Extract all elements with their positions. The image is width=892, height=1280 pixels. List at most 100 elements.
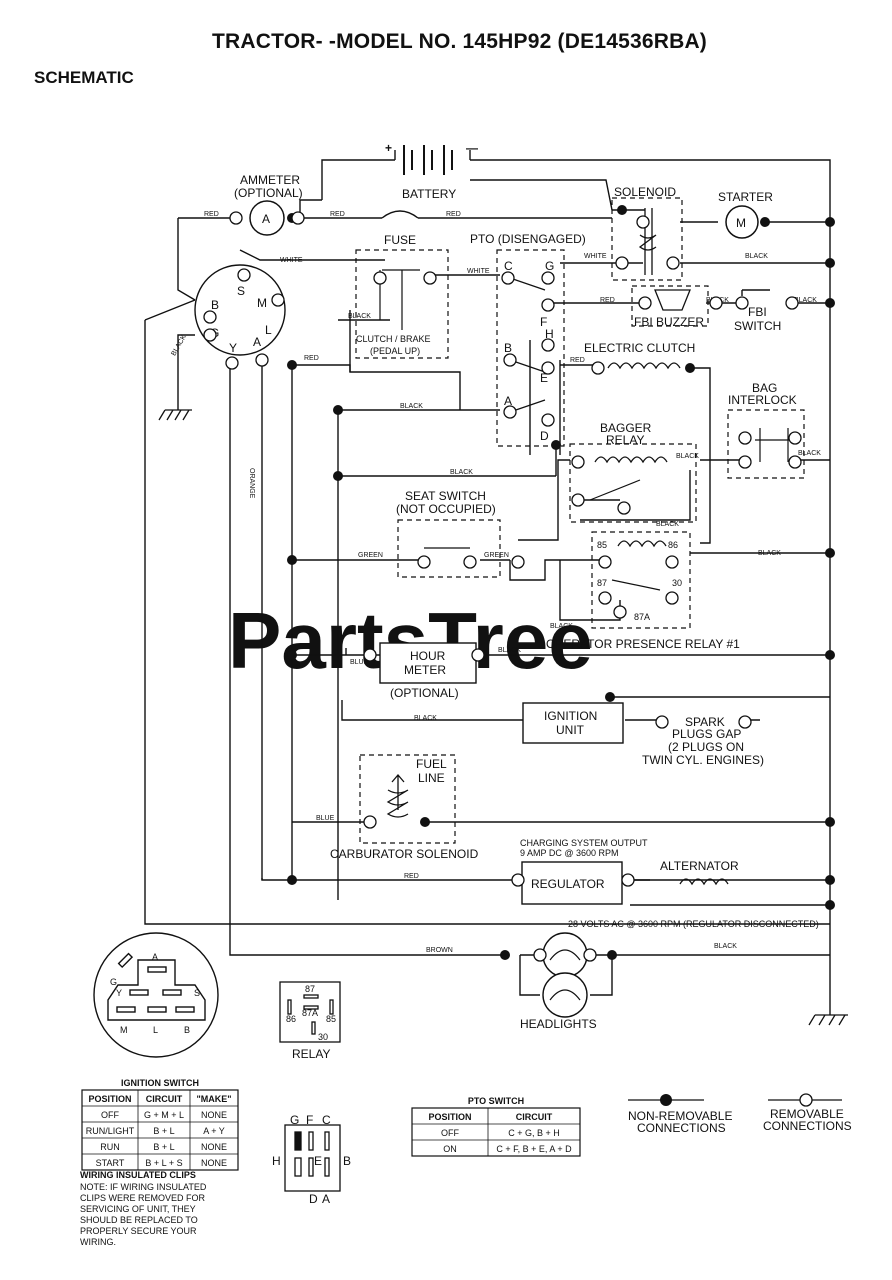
table-header-cell: POSITION — [88, 1094, 131, 1104]
removable-connection — [738, 715, 752, 729]
solenoid-label: SOLENOID — [614, 185, 676, 199]
non-removable-connection — [617, 205, 627, 215]
removable-connection — [503, 353, 517, 367]
ammeter-symbol — [249, 200, 285, 236]
pto-plug-e: E — [314, 1154, 322, 1168]
table-border — [81, 1089, 239, 1171]
removable-connection — [229, 211, 243, 225]
removable-connection — [501, 271, 515, 285]
pto-term-g: G — [545, 259, 554, 273]
ammeter-label: AMMETER — [240, 173, 300, 187]
removable-connection — [665, 591, 679, 605]
table-cell: ON — [443, 1144, 457, 1154]
removable-connection — [598, 555, 612, 569]
pto-plug-b: B — [343, 1154, 351, 1168]
ign-plug-l: L — [153, 1025, 158, 1035]
non-removable-connection — [825, 548, 835, 558]
wire-label-black-15: BLACK — [170, 334, 188, 358]
pto-plug-f: F — [306, 1113, 313, 1127]
headlight-bottom — [542, 972, 588, 1018]
alternator-label: ALTERNATOR — [660, 859, 739, 873]
clips-note-line: SHOULD BE REPLACED TO — [80, 1215, 198, 1225]
removable-connection — [471, 648, 485, 662]
table-cell: RUN — [100, 1142, 120, 1152]
hour-meter-label: HOUR — [410, 649, 446, 663]
wire-label-red-3: RED — [446, 211, 461, 218]
alternator-coil — [679, 878, 729, 886]
starter-motor-letter: M — [736, 216, 746, 230]
legend-nonremovable-2: CONNECTIONS — [637, 1121, 726, 1135]
non-removable-connection — [825, 817, 835, 827]
relay-label: RELAY — [292, 1047, 330, 1061]
non-removable-connection — [551, 440, 561, 450]
fbi-switch-label-2: SWITCH — [734, 319, 781, 333]
non-removable-connection — [825, 258, 835, 268]
ign-plug-b: B — [184, 1025, 190, 1035]
wire-label-green-2: GREEN — [484, 552, 509, 559]
ignition-plug-face — [93, 932, 219, 1058]
table-cell: A + Y — [203, 1126, 225, 1136]
connection-points — [203, 205, 835, 962]
non-removable-connection — [287, 875, 297, 885]
removable-connection — [788, 455, 802, 469]
removable-connection — [621, 873, 635, 887]
removable-connection — [363, 815, 377, 829]
ignition-unit-label: IGNITION — [544, 709, 597, 723]
removable-connection — [417, 555, 431, 569]
table-cell: B + L + S — [145, 1158, 182, 1168]
regulator-box — [521, 861, 623, 905]
ground-symbol-left — [158, 409, 192, 421]
spark-label-4: TWIN CYL. ENGINES) — [642, 753, 764, 767]
wire-label-red-6: RED — [570, 357, 585, 364]
table-header-cell: POSITION — [428, 1112, 471, 1122]
hour-meter-optional: (OPTIONAL) — [390, 686, 459, 700]
headlight-top — [542, 932, 588, 978]
clips-note-line: WIRING. — [80, 1237, 116, 1247]
battery-plus-label: + — [385, 141, 392, 155]
removable-connection — [503, 405, 517, 419]
removable-connection — [598, 591, 612, 605]
clips-note-title: WIRING INSULATED CLIPS — [80, 1170, 196, 1180]
legend-nonremovable: NON-REMOVABLE — [628, 1109, 732, 1123]
pto-term-d: D — [540, 429, 549, 443]
wire-label-black-12: BLACK — [498, 647, 521, 654]
removable-connection — [423, 271, 437, 285]
electric-clutch-coil — [607, 362, 681, 370]
ign-term-y: Y — [229, 341, 237, 355]
bagger-relay-contact — [589, 479, 641, 501]
clutch-brake-sub: (PEDAL UP) — [370, 346, 420, 356]
operator-relay-coil — [617, 540, 667, 548]
wire-label-black-2: BLACK — [348, 313, 371, 320]
ign-plug-m: M — [120, 1025, 128, 1035]
wire-label-white-1: WHITE — [280, 257, 303, 264]
removable-connection — [617, 501, 631, 515]
removable-connection — [788, 431, 802, 445]
non-removable-connection — [825, 875, 835, 885]
removable-connection — [615, 256, 629, 270]
wire-label-black-10: BLACK — [758, 550, 781, 557]
ignition-switch-outline — [194, 264, 286, 356]
wire-label-red-4: RED — [600, 297, 615, 304]
removable-connection — [511, 873, 525, 887]
removable-connection — [735, 296, 749, 310]
ammeter-letter: A — [262, 212, 270, 226]
wire-label-blue-2: BLUE — [316, 815, 335, 822]
legend-removable: REMOVABLE — [770, 1107, 844, 1121]
ign-term-s: S — [237, 284, 245, 298]
table-cell: RUN/LIGHT — [86, 1126, 135, 1136]
wire-label-black-14: BLACK — [714, 943, 737, 950]
fbi-buzzer-symbol — [654, 289, 691, 311]
non-removable-connection — [825, 298, 835, 308]
removable-connection — [666, 256, 680, 270]
clips-note-line: CLIPS WERE REMOVED FOR — [80, 1193, 206, 1203]
non-removable-connection — [333, 405, 343, 415]
wire-label-blue-1: BLUE — [350, 659, 369, 666]
charging-label: CHARGING SYSTEM OUTPUT — [520, 838, 648, 848]
table-header-cell: CIRCUIT — [516, 1112, 553, 1122]
wire-label-black-4: BLACK — [794, 297, 817, 304]
table-cell: C + G, B + H — [508, 1128, 560, 1138]
wire-label-black-5: BLACK — [400, 403, 423, 410]
wire-label-black-1: BLACK — [745, 253, 768, 260]
table-title: PTO SWITCH — [468, 1096, 524, 1106]
